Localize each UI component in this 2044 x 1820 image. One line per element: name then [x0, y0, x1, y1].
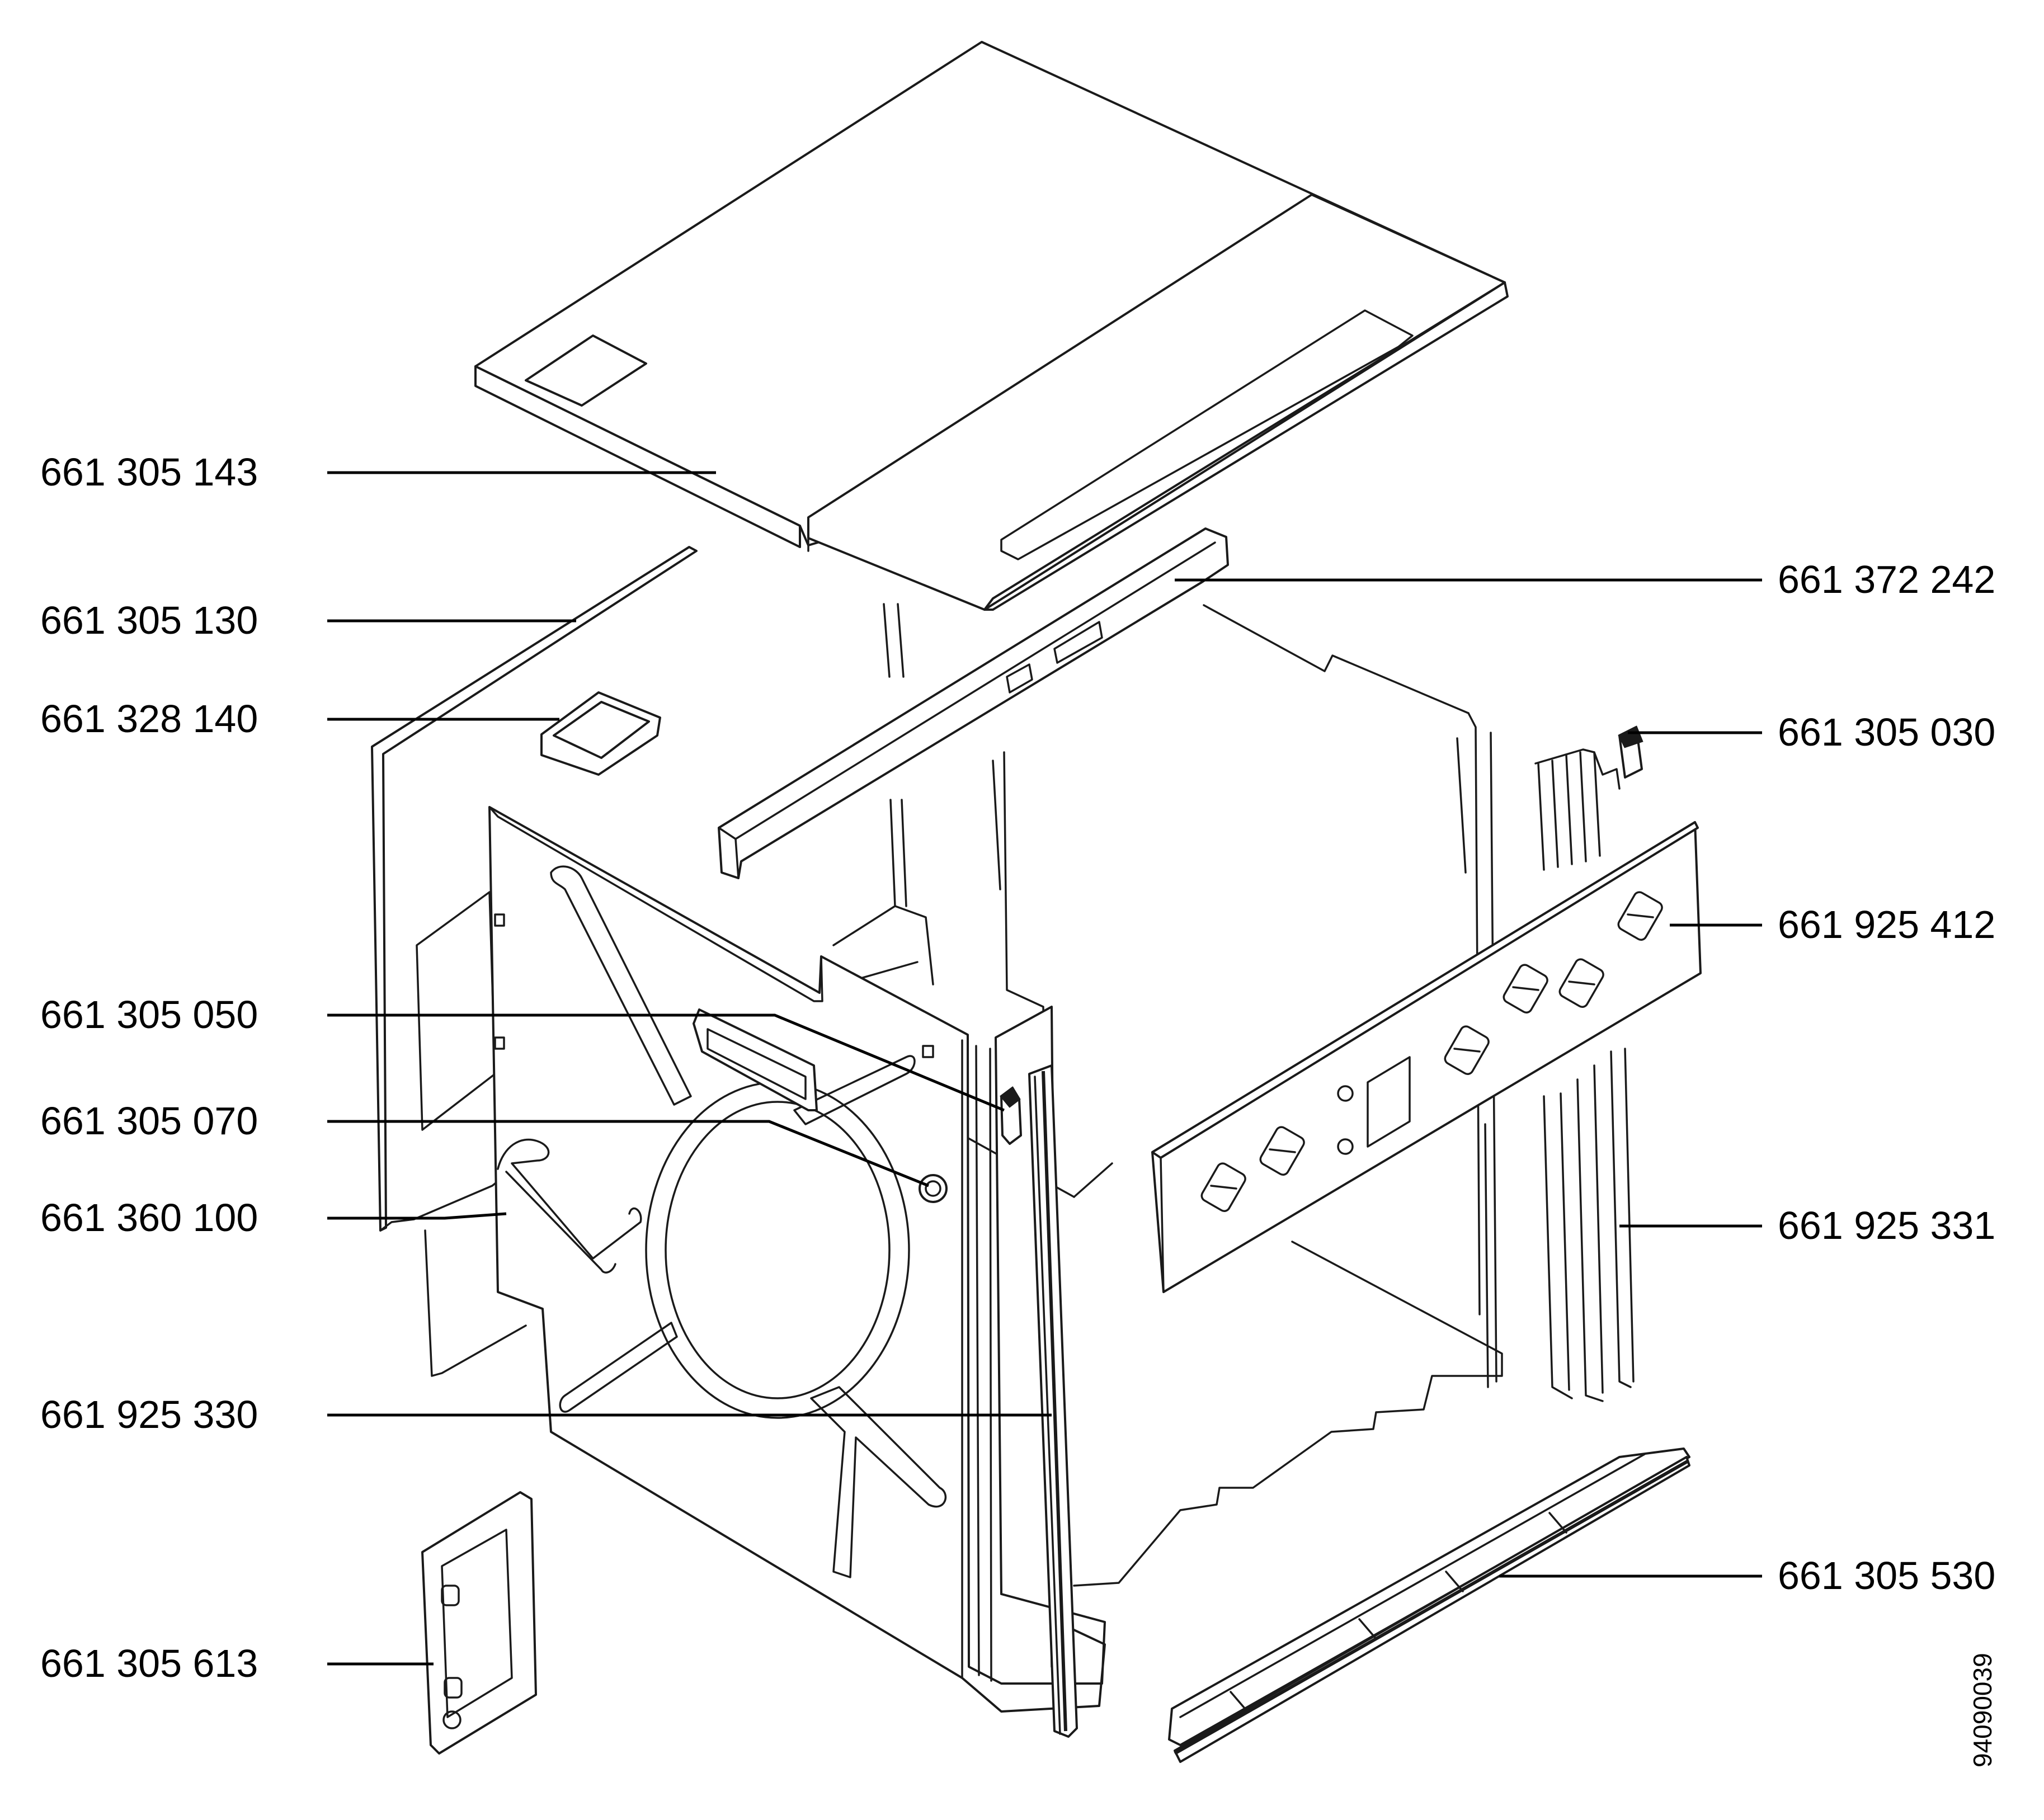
label-wire-spring: 661 360 100 — [40, 1196, 258, 1239]
panel-knob — [1558, 958, 1604, 1008]
part-labels: 661 305 143 661 305 130 661 328 140 661 … — [40, 450, 1997, 1767]
label-knob-screw: 661 305 070 — [40, 1099, 258, 1143]
control-panel-part — [1151, 821, 1702, 1293]
leader-661-305-050 — [327, 1013, 1005, 1112]
label-bracket-hinge: 661 305 613 — [40, 1642, 258, 1685]
side-trim-left-part — [1028, 1064, 1078, 1738]
cavity-front-frame — [488, 806, 1106, 1713]
label-top-cover: 661 305 143 — [40, 450, 258, 494]
label-side-panel-left: 661 305 130 — [40, 598, 258, 642]
label-control-panel: 661 925 412 — [1778, 903, 1995, 946]
label-side-trim-left: 661 925 330 — [40, 1393, 258, 1436]
top-cover-part — [474, 41, 1509, 611]
panel-knob — [1444, 1025, 1490, 1075]
top-rail-part — [718, 527, 1229, 879]
label-bottom-trim: 661 305 530 — [1778, 1554, 1995, 1597]
spacer-clip-left-part — [1000, 1086, 1022, 1145]
top-clip-right-part — [1534, 725, 1643, 871]
panel-knob — [1200, 1162, 1246, 1212]
drawing-reference-number: 94090039 — [1968, 1653, 1997, 1767]
bracket-hinge-part — [421, 1491, 537, 1755]
label-spacer-clip-left: 661 305 050 — [40, 993, 258, 1036]
wire-spring-part — [497, 1138, 642, 1274]
panel-knob — [1503, 964, 1548, 1013]
knob-screw-part — [919, 1174, 948, 1203]
label-top-rail: 661 372 242 — [1778, 558, 1995, 601]
side-trim-right-part — [1543, 1048, 1635, 1402]
bottom-trim-part — [1168, 1447, 1690, 1763]
small-tray-part — [540, 691, 661, 776]
panel-knob — [1259, 1126, 1305, 1176]
leader-661-360-100 — [327, 1212, 507, 1220]
label-top-clip-right: 661 305 030 — [1778, 710, 1995, 754]
panel-knob — [1617, 891, 1663, 941]
label-small-tray: 661 328 140 — [40, 697, 258, 741]
leader-lines — [327, 471, 1762, 1666]
leader-661-305-070 — [327, 1120, 929, 1187]
label-side-trim-right: 661 925 331 — [1778, 1204, 1995, 1247]
